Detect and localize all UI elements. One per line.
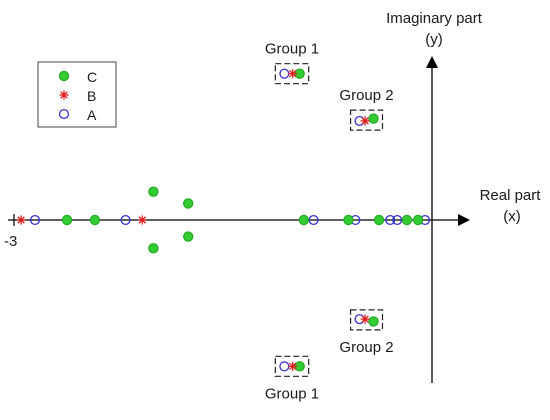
point-a-4 <box>120 214 131 226</box>
point-c-3 <box>61 214 73 226</box>
legend-label-c: C <box>87 69 97 85</box>
point-a-8 <box>392 214 403 226</box>
point-c-6 <box>148 243 159 254</box>
group-box-3 <box>349 109 384 131</box>
point-b-8 <box>360 314 370 324</box>
point-c-17 <box>368 316 379 327</box>
point-c-11 <box>373 214 385 226</box>
point-c-12 <box>401 214 413 226</box>
legend-marker-c <box>58 70 70 82</box>
point-b-4 <box>137 215 147 225</box>
point-a-10 <box>279 68 290 79</box>
point-b-5 <box>288 69 298 79</box>
x-axis-label: Real part <box>480 187 542 204</box>
point-c-8 <box>183 231 194 242</box>
point-c-5 <box>148 186 159 197</box>
legend-label-a: A <box>87 107 97 123</box>
point-a-11 <box>279 361 290 372</box>
point-c-7 <box>183 198 194 209</box>
legend-marker-a <box>58 108 70 120</box>
data-points <box>16 68 431 372</box>
legend-marker-b <box>59 90 69 100</box>
point-c-4 <box>89 214 101 226</box>
point-b-6 <box>288 361 298 371</box>
x-axis-unit: (x) <box>503 208 521 225</box>
group-label-4: Group 2 <box>339 339 393 356</box>
legend-label-b: B <box>87 88 96 104</box>
point-b-7 <box>360 116 370 126</box>
point-c-13 <box>412 214 424 226</box>
group-label-3: Group 2 <box>339 87 393 104</box>
y-axis-label: Imaginary part <box>386 10 483 27</box>
group-box-4 <box>349 309 384 331</box>
point-c-10 <box>343 214 354 226</box>
point-a-3 <box>29 214 41 226</box>
point-c-16 <box>368 113 379 124</box>
group-label-2: Group 1 <box>265 385 319 402</box>
point-a-5 <box>308 214 319 226</box>
x-tick-label: -3 <box>4 233 17 250</box>
point-b-3 <box>16 215 26 225</box>
legend-frame <box>37 61 117 128</box>
legend: C B A <box>37 61 117 128</box>
group-label-1: Group 1 <box>265 41 319 58</box>
y-axis-unit: (y) <box>425 31 443 48</box>
point-a-7 <box>385 214 396 226</box>
point-c-9 <box>298 214 310 226</box>
legend-markers <box>58 70 70 120</box>
